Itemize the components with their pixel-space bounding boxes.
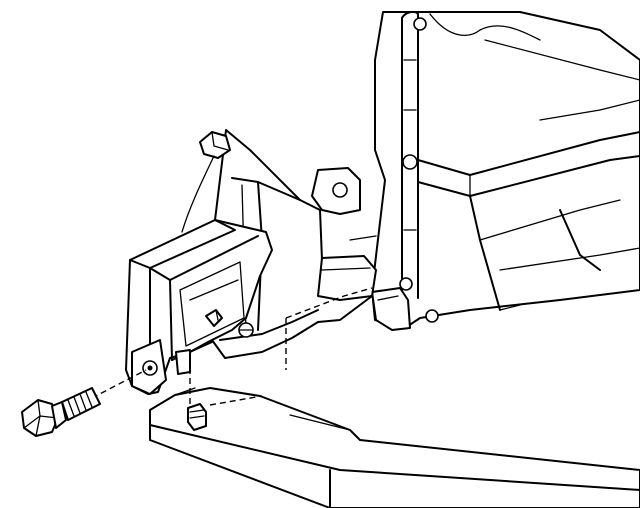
alignment-lines — [91, 287, 373, 406]
crossmember — [149, 387, 640, 508]
mount-stud — [187, 403, 207, 431]
mounting-bolt — [21, 387, 101, 437]
transmission-mount — [125, 219, 273, 395]
transmission-case — [371, 10, 640, 331]
